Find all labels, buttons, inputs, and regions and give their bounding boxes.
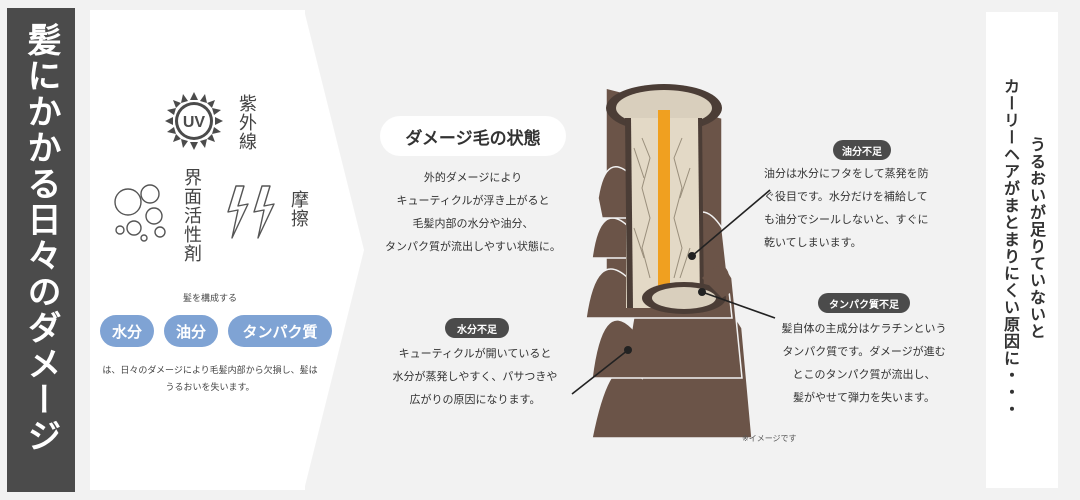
oil-shortage-badge: 油分不足 xyxy=(833,140,891,160)
friction-bolt-icon xyxy=(227,185,275,239)
damage-sources-panel xyxy=(90,10,305,490)
image-note: ※イメージです xyxy=(742,434,797,443)
panel-arrow xyxy=(304,10,364,490)
friction-label: 摩擦 xyxy=(288,190,309,228)
pill-protein: タンパク質 xyxy=(228,315,332,347)
uv-icon-text: UV xyxy=(183,114,206,131)
oil-shortage-text: 油分は水分にフタをして蒸発を防 ぐ役目です。水分だけを補給して も油分でシールし… xyxy=(764,167,929,249)
water-shortage-text: キューティクルが開いていると 水分が蒸発しやすく、パサつきや 広がりの原因になり… xyxy=(392,347,558,406)
state-heading: ダメージ毛の状態 xyxy=(380,116,566,156)
surfactant-label: 界面活性剤 xyxy=(181,168,202,263)
uv-sun-icon: UV xyxy=(165,92,223,150)
uv-label: 紫外線 xyxy=(236,94,257,151)
state-text: 外的ダメージにより キューティクルが浮き上がると 毛髪内部の水分や油分、 タンパ… xyxy=(385,171,561,253)
pill-oil: 油分 xyxy=(164,315,218,347)
conclusion-box: うるおいが足りていないと カーリーヘアがまとまりにくい原因に・・・ xyxy=(986,12,1058,488)
composition-heading: 髪を構成する xyxy=(182,294,237,304)
water-shortage-badge: 水分不足 xyxy=(445,318,509,338)
conclusion-line-1: カーリーヘアがまとまりにくい原因に・・・ xyxy=(1001,78,1020,418)
title-bar: 髪にかかる日々のダメージ xyxy=(7,8,75,492)
page-title: 髪にかかる日々のダメージ xyxy=(21,22,61,454)
damaged-hair-illustration xyxy=(585,84,753,439)
pill-water: 水分 xyxy=(100,315,154,347)
bubbles-icon xyxy=(114,184,166,242)
conclusion-line-2: うるおいが足りていないと xyxy=(1027,136,1046,340)
protein-shortage-badge: タンパク質不足 xyxy=(818,293,910,313)
composition-description: は、日々のダメージにより毛髪内部から欠損し、髪はうるおいを失います。 xyxy=(102,366,318,393)
protein-shortage-text: 髪自体の主成分はケラチンという タンパク質です。ダメージが進む とこのタンパク質… xyxy=(781,322,947,404)
